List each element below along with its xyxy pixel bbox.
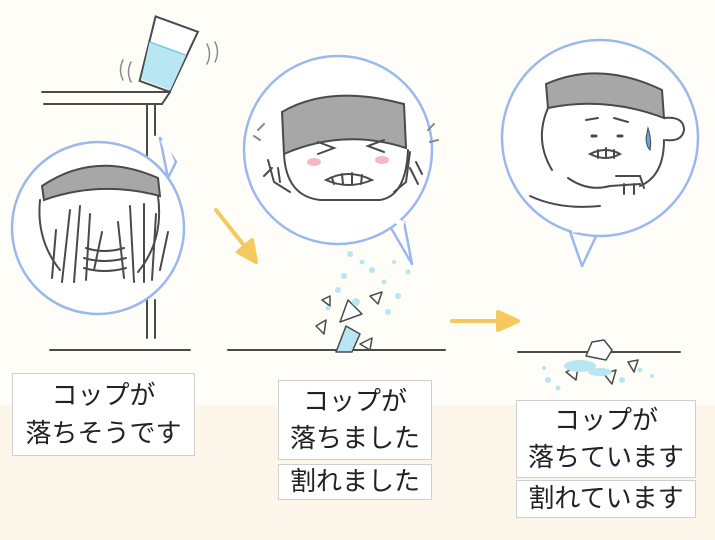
- water-puddle: [542, 360, 654, 391]
- caption-scene-3-line-2: 落ちています: [527, 443, 684, 473]
- caption-scene-2-line-1: コップが: [302, 387, 407, 417]
- caption-box-scene-1: コップが 落ちそうです: [12, 373, 195, 456]
- glass-icon: [138, 15, 200, 94]
- grimacing-man-face: [253, 94, 439, 201]
- caption-box-scene-3-fallen: コップが 落ちています: [516, 400, 696, 478]
- wobble-lines: [119, 41, 219, 83]
- worried-man-face: [38, 164, 169, 283]
- sweat-drop-icon: [645, 126, 652, 152]
- caption-box-scene-2-broke: 割れました: [278, 464, 432, 500]
- caption-box-scene-2-fell: コップが 落ちました: [278, 380, 432, 460]
- caption-scene-1-line-2: 落ちそうです: [25, 419, 182, 449]
- caption-scene-3-line-3: 割れています: [528, 484, 684, 514]
- caption-scene-2-line-2: 落ちました: [289, 424, 420, 454]
- speech-bubble-2: [242, 54, 434, 266]
- caption-scene-3-line-1: コップが: [553, 406, 658, 436]
- arrow-icon-1: [214, 208, 258, 264]
- broken-glass-icon: [565, 339, 639, 385]
- caption-scene-2-line-3: 割れました: [289, 467, 420, 497]
- water-splash: [325, 251, 411, 315]
- shattered-glass-icon: [315, 291, 383, 353]
- caption-box-scene-3-broken: 割れています: [516, 480, 696, 518]
- arrow-icon-2: [450, 310, 520, 332]
- caption-scene-1-line-1: コップが: [51, 381, 156, 411]
- regretful-man-face: [529, 72, 686, 208]
